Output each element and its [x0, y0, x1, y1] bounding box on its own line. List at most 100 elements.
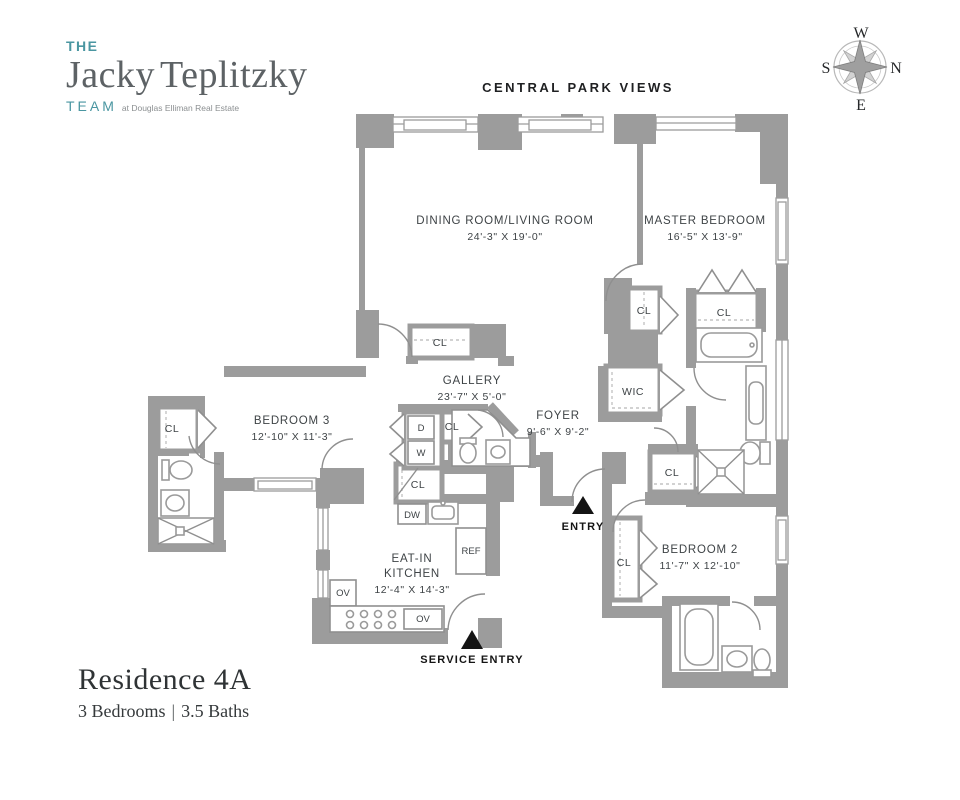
- sink: [485, 439, 511, 465]
- entry-door-arc: [571, 468, 606, 503]
- bedroom2-label: BEDROOM 2: [662, 544, 738, 556]
- logo-last-name: Teplitzky: [160, 54, 308, 96]
- residence-title-block: Residence 4A 3 Bedrooms|3.5 Baths: [78, 663, 251, 722]
- door-arc: [605, 263, 644, 302]
- cl-label: CL: [717, 307, 731, 319]
- entry-markers: ENTRY SERVICE ENTRY: [420, 496, 605, 666]
- radiator: [257, 480, 313, 490]
- cl-label: CL: [665, 467, 679, 479]
- bedroom3-label: BEDROOM 3: [254, 415, 330, 427]
- gallery-dims: 23'-7" X 5'-0": [438, 391, 507, 403]
- residence-title: Residence 4A: [78, 663, 252, 696]
- cl-label: CL: [617, 557, 631, 569]
- bedrooms-count: 3 Bedrooms: [78, 701, 166, 721]
- dryer: [407, 415, 435, 440]
- dishwasher-label: DW: [404, 510, 420, 521]
- cl-label: CL: [637, 305, 651, 317]
- door-arc: [377, 323, 413, 358]
- ac-unit: [528, 119, 592, 131]
- wic-label: WIC: [622, 386, 644, 398]
- door-arc: [321, 438, 354, 470]
- kitchen-label-line1: EAT-IN: [391, 553, 432, 565]
- room-labels: DINING ROOM/LIVING ROOM 24'-3" X 19'-0" …: [165, 215, 766, 625]
- gallery-label: GALLERY: [443, 375, 501, 387]
- stove-burners: [345, 609, 397, 630]
- ac-unit: [403, 119, 467, 131]
- closet-door: [659, 369, 686, 411]
- refrigerator-label: REF: [462, 546, 481, 557]
- closet-door: [659, 295, 680, 335]
- cl-label: CL: [433, 337, 447, 349]
- entry-arrow-icon: [572, 496, 594, 514]
- compass-east: E: [856, 97, 866, 114]
- washer-label: W: [417, 448, 426, 459]
- living-room-dims: 24'-3" X 19'-0": [467, 231, 542, 243]
- central-park-views-label: CENTRAL PARK VIEWS: [482, 80, 674, 95]
- tub-faucet: [749, 342, 755, 348]
- bedroom3-dims: 12'-10" X 11'-3": [252, 431, 333, 443]
- closet-door: [467, 413, 484, 441]
- kitchen-dims: 12'-4" X 14'-3": [374, 584, 449, 596]
- entry-label: ENTRY: [562, 521, 605, 533]
- logo-tagline: at Douglas Elliman Real Estate: [121, 103, 240, 113]
- service-door-arc: [447, 593, 486, 631]
- closet-door: [388, 441, 405, 467]
- residence-subtitle: 3 Bedrooms|3.5 Baths: [78, 701, 251, 722]
- radiator: [777, 201, 787, 261]
- subtitle-separator: |: [171, 701, 176, 721]
- bedroom2-dims: 11'-7" X 12'-10": [660, 560, 741, 572]
- closet-door: [639, 567, 659, 599]
- logo-team: TEAM: [66, 98, 117, 114]
- service-entry-label: SERVICE ENTRY: [420, 654, 524, 666]
- door-arc: [653, 427, 679, 453]
- windows: [253, 116, 789, 599]
- doors: [188, 263, 761, 631]
- kitchen-label-line2: KITCHEN: [384, 568, 440, 580]
- foyer-label: FOYER: [536, 410, 580, 422]
- closet-door: [697, 268, 727, 293]
- closet-door: [197, 409, 218, 449]
- baths-count: 3.5 Baths: [181, 701, 250, 721]
- radiator: [777, 519, 787, 561]
- cl-label: CL: [411, 479, 425, 491]
- service-entry-arrow-icon: [461, 630, 483, 649]
- powder-door-arc: [477, 409, 504, 438]
- washer: [407, 440, 435, 465]
- compass-west: W: [853, 25, 869, 42]
- compass-south: S: [822, 60, 831, 77]
- living-room-label: DINING ROOM/LIVING ROOM: [416, 215, 594, 227]
- compass-north: N: [890, 60, 902, 77]
- logo-first-name: Jacky: [66, 54, 156, 96]
- toilet: [753, 648, 771, 672]
- angled-door: [393, 467, 419, 501]
- door-arc: [612, 499, 646, 533]
- master-bedroom-label: MASTER BEDROOM: [644, 215, 766, 227]
- door-arc: [188, 435, 221, 465]
- toilet: [161, 459, 170, 481]
- oven-label: OV: [416, 614, 430, 625]
- oven-label: OV: [336, 588, 350, 599]
- cl-label: CL: [445, 421, 459, 433]
- door-arc: [731, 601, 761, 631]
- logo-the: THE: [66, 38, 99, 54]
- fixtures: [157, 327, 772, 678]
- cl-label: CL: [165, 423, 179, 435]
- closet-door: [727, 268, 757, 293]
- shower-drain: [175, 526, 185, 536]
- dishwasher: [397, 503, 427, 525]
- refrigerator: [455, 527, 487, 575]
- logo-team-row: TEAM at Douglas Elliman Real Estate: [66, 98, 308, 116]
- closet-door: [639, 529, 659, 567]
- walls: [148, 114, 788, 688]
- foyer-dims: 9'-6" X 9'-2": [527, 426, 589, 438]
- dryer-label: D: [418, 423, 425, 434]
- closet-door: [388, 413, 405, 441]
- compass-icon: W S N E: [822, 25, 903, 114]
- master-bedroom-dims: 16'-5" X 13'-9": [667, 231, 742, 243]
- shower-drain: [716, 467, 726, 477]
- walk-in-closet: [603, 363, 663, 417]
